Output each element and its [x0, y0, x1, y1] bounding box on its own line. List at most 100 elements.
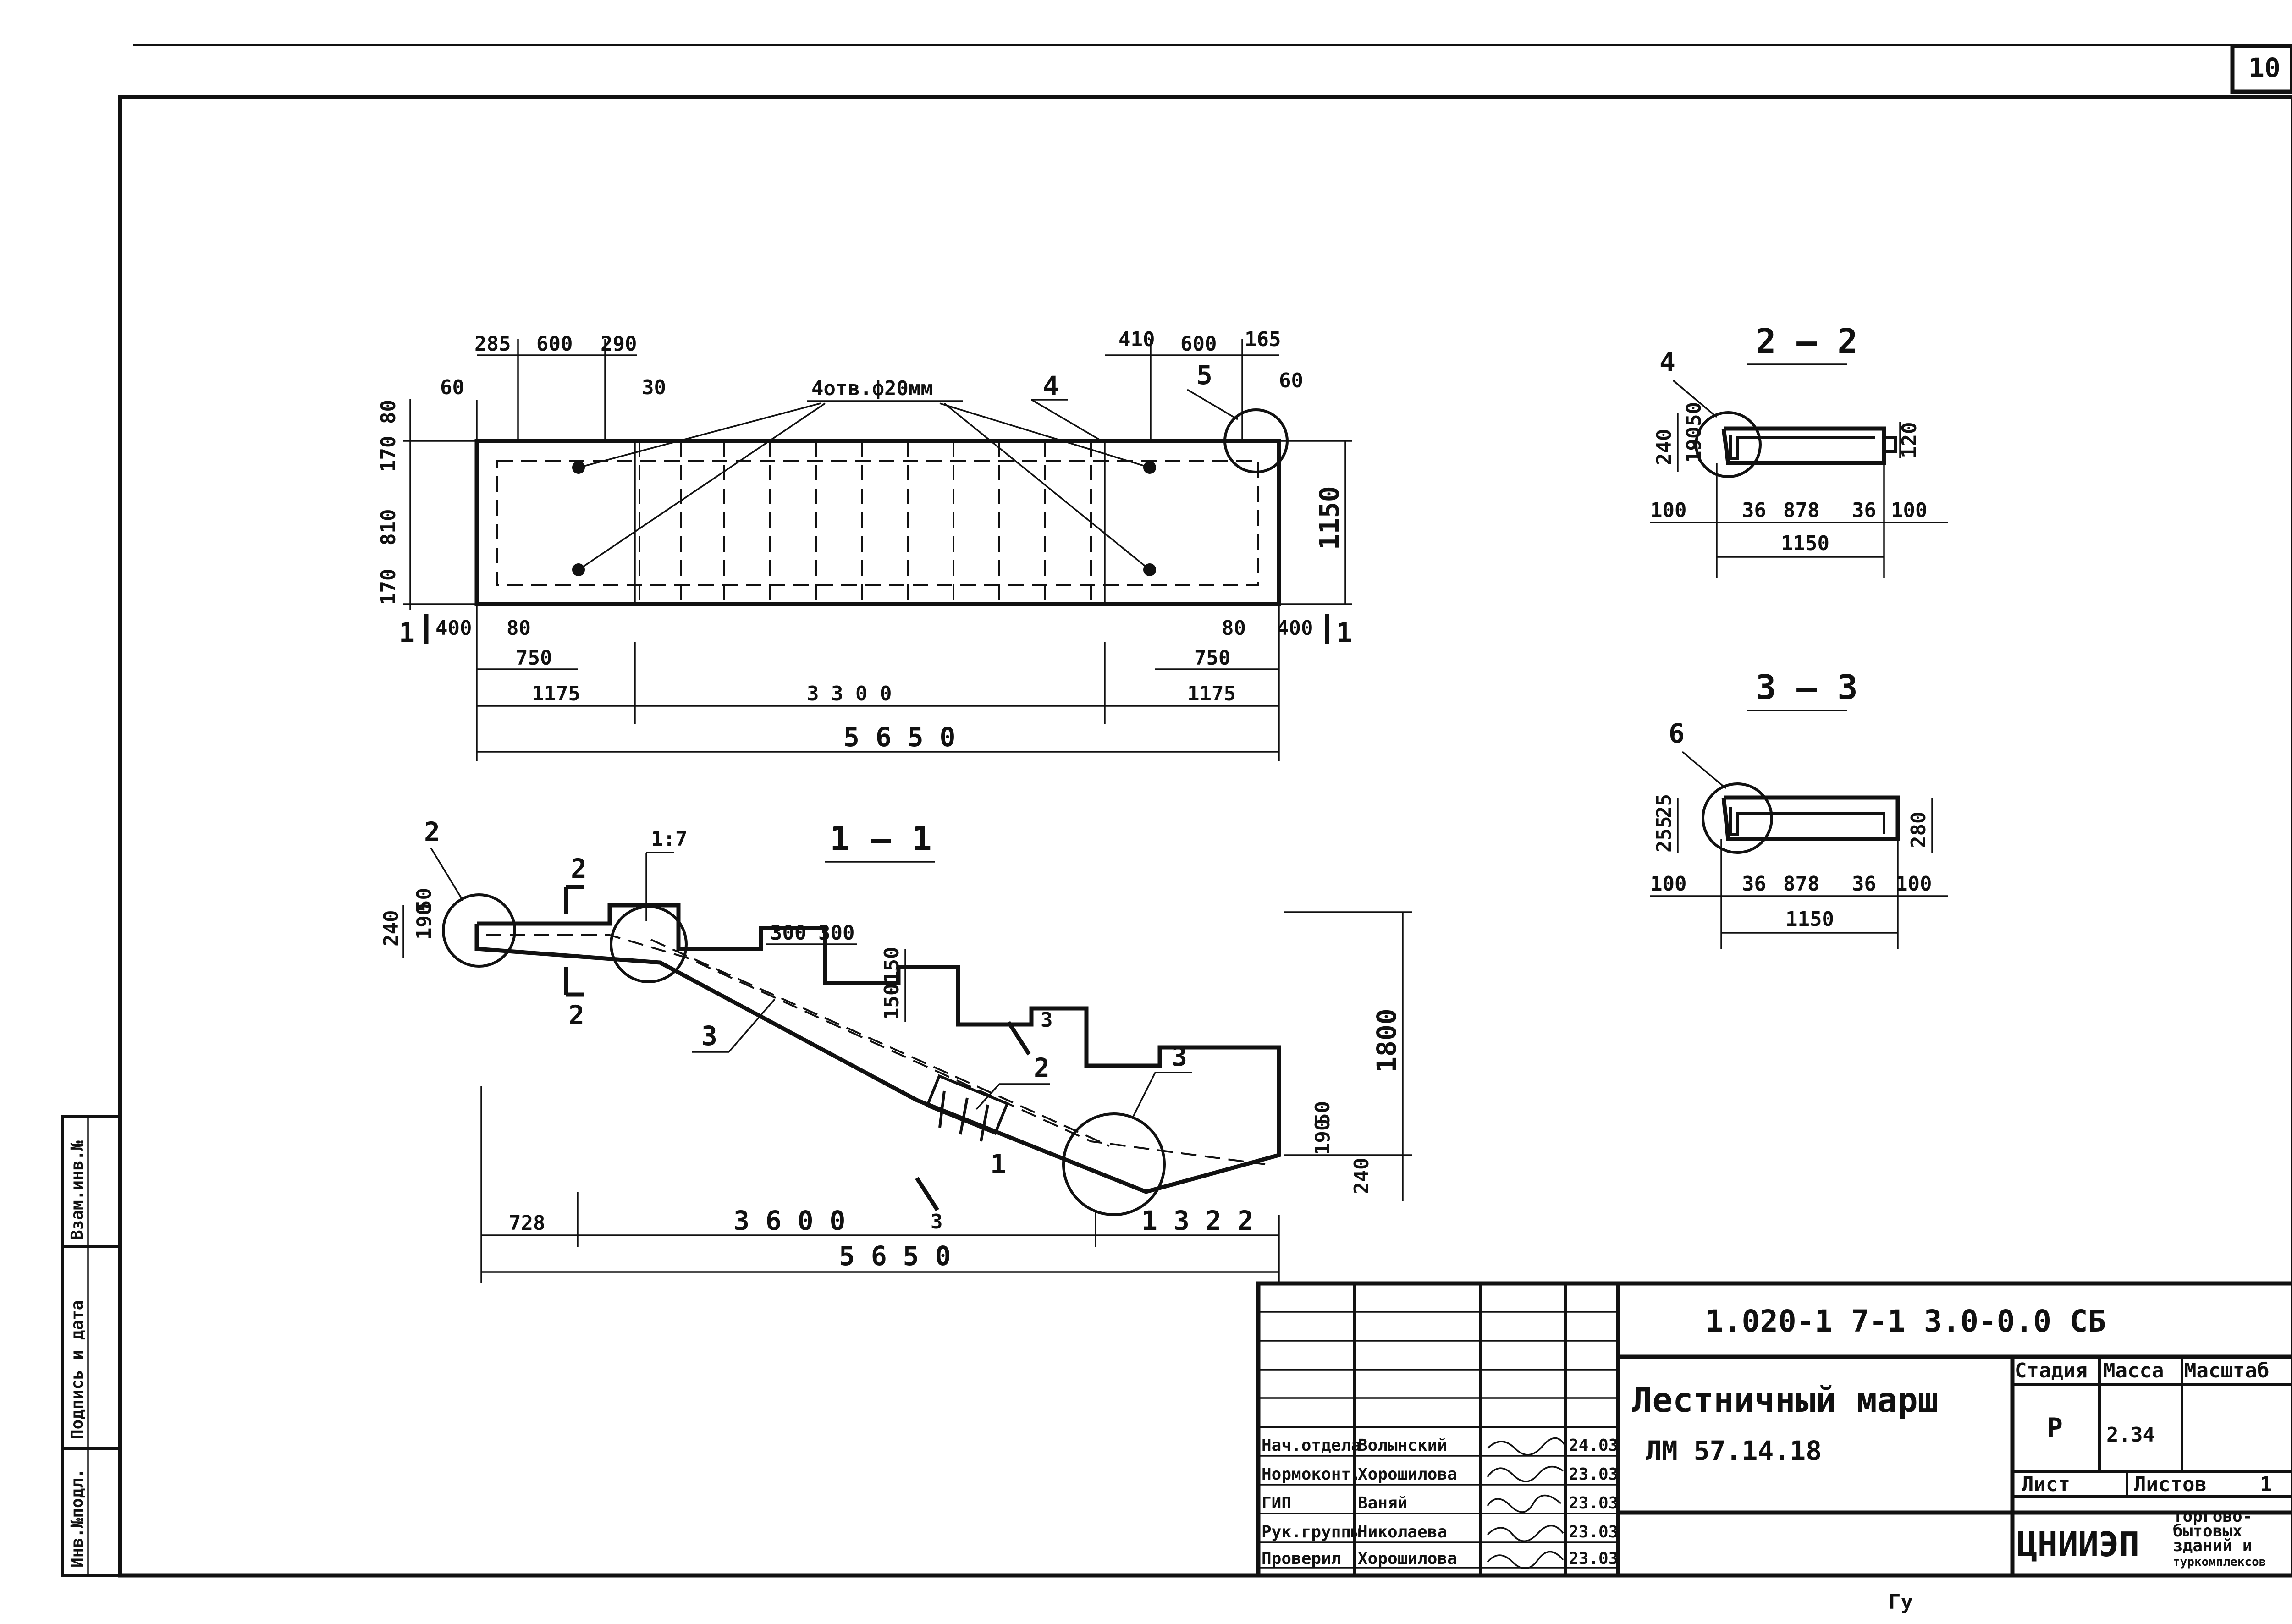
- dim-300b: 300: [818, 921, 854, 945]
- dim-170a: 170: [377, 436, 400, 472]
- sheets-label: Листов: [2134, 1473, 2207, 1496]
- scale-label: Масштаб: [2184, 1359, 2269, 1382]
- stamp-vzam-inv: Взам.инв.№: [68, 1140, 87, 1240]
- signature-scribble: [1487, 1525, 1564, 1542]
- signature-scribble: [1487, 1465, 1564, 1482]
- dim-410: 410: [1118, 328, 1155, 351]
- dim-2-50: 50: [1682, 402, 1706, 426]
- dim-5650-section: 5 6 5 0: [839, 1240, 951, 1272]
- dim-3-36b: 36: [1852, 872, 1876, 896]
- dim-2-190: 190: [1682, 427, 1706, 463]
- dim-190b: 190: [1311, 1119, 1334, 1155]
- dim-2-878: 878: [1783, 499, 1819, 522]
- signature-scribble: [1487, 1437, 1566, 1456]
- dim-2-36a: 36: [1742, 499, 1766, 522]
- dim-1175a: 1175: [532, 682, 580, 705]
- plan-callout-5: 5: [1196, 359, 1212, 391]
- dim-3-25: 25: [1653, 794, 1676, 818]
- drawing-name-line2: ЛМ 57.14.18: [1646, 1435, 1822, 1466]
- dim-810: 810: [377, 509, 400, 545]
- dim-2-240: 240: [1653, 429, 1676, 465]
- dim-60b: 60: [1279, 369, 1303, 392]
- dim-5650-plan: 5 6 5 0: [843, 721, 955, 753]
- sig-role: ГИП: [1262, 1494, 1291, 1513]
- section-3-3-profile: [1721, 795, 1900, 841]
- drawing-code: 1.020-1 7-1 3.0-0.0 СБ: [1705, 1304, 2106, 1339]
- org-sub-line: бытовых: [2173, 1522, 2242, 1541]
- section-2-2-title: 2 — 2: [1756, 322, 1858, 361]
- drawing-name-line1: Лестничный марш: [1632, 1381, 1938, 1420]
- page-number-box: [2230, 44, 2292, 94]
- stair-profile: [474, 903, 1281, 1194]
- dim-600b: 600: [1180, 332, 1217, 356]
- dim-1322: 1 3 2 2: [1141, 1205, 1253, 1236]
- signature-row: Нормоконт. Хорошилова 23.03: [1262, 1465, 1618, 1484]
- dim-30: 30: [642, 376, 666, 399]
- mass-value: 2.34: [2106, 1423, 2155, 1447]
- section-3-3-title: 3 — 3: [1756, 668, 1858, 707]
- dim-1175b: 1175: [1187, 682, 1236, 705]
- dim-2-120: 120: [1898, 422, 1921, 458]
- dim-600a: 600: [536, 332, 573, 356]
- sheet-label: Лист: [2022, 1473, 2070, 1496]
- dim-150b: 150: [880, 984, 904, 1020]
- dim-3-280: 280: [1907, 812, 1930, 848]
- sheets-value: 1: [2260, 1473, 2272, 1496]
- sig-date: 24.03: [1569, 1436, 1618, 1455]
- dim-400a: 400: [435, 617, 472, 640]
- dim-3-36a: 36: [1742, 872, 1766, 896]
- dim-1800: 1800: [1371, 1008, 1402, 1073]
- signature-scribble: [1487, 1494, 1562, 1513]
- dim-3300: 3 3 0 0: [807, 682, 892, 705]
- stage-label: Стадия: [2015, 1359, 2088, 1382]
- side-stamp: Инв.№подл. Подпись и дата Взам.инв.№: [61, 1115, 121, 1577]
- dim-3-1150: 1150: [1785, 908, 1834, 931]
- dim-150a: 150: [880, 947, 904, 983]
- dim-3-100b: 100: [1895, 872, 1932, 896]
- org-name: ЦНИИЭП: [2017, 1525, 2139, 1564]
- sig-role: Нормоконт.: [1262, 1465, 1361, 1484]
- sig-role: Нач.отдела: [1262, 1436, 1361, 1455]
- mass-label: Масса: [2103, 1359, 2164, 1382]
- section-3-3-callout: 6: [1669, 718, 1685, 749]
- slope-label: 1:7: [651, 827, 687, 851]
- section-1-1-title: 1 — 1: [830, 819, 932, 859]
- bottom-note: Гу: [1889, 1591, 1913, 1614]
- sheet-frame: [118, 95, 2292, 1578]
- dim-3-878: 878: [1783, 872, 1819, 896]
- signature-row: Рук.группы Николаева 23.03: [1262, 1523, 1618, 1541]
- dim-240: 240: [380, 910, 403, 947]
- mark-2-bottom: 2: [568, 1000, 584, 1031]
- stage-value: Р: [2047, 1412, 2063, 1443]
- dim-190: 190: [413, 903, 436, 940]
- dim-165: 165: [1245, 328, 1281, 351]
- holes-label: 4отв.ф20мм: [811, 377, 933, 400]
- sig-role: Проверил: [1262, 1549, 1341, 1568]
- dim-50: 50: [413, 888, 436, 912]
- sig-name: Ваняй: [1358, 1494, 1407, 1513]
- dim-60a: 60: [440, 376, 464, 399]
- section-mark-1-right: 1: [1336, 617, 1352, 648]
- dim-3-255: 255: [1653, 816, 1676, 853]
- dim-750a: 750: [516, 646, 552, 670]
- callout-3b: 3: [1171, 1041, 1187, 1072]
- dim-3600: 3 6 0 0: [733, 1205, 845, 1236]
- sig-name: Волынский: [1358, 1436, 1447, 1455]
- dim-290: 290: [601, 332, 637, 356]
- dim-1150: 1150: [1314, 486, 1345, 550]
- dim-400b: 400: [1277, 617, 1313, 640]
- mark-2-top: 2: [571, 853, 587, 884]
- dim-80a: 80: [507, 617, 531, 640]
- signature-row: Нач.отдела Волынский 24.03: [1262, 1436, 1618, 1455]
- section-2-2: 2 — 2 4 240 190 50 120 100 36 878 36 100…: [1650, 322, 1948, 578]
- stamp-inv-no: Инв.№подл.: [68, 1468, 87, 1568]
- org-sub-line: туркомплексов: [2173, 1555, 2266, 1569]
- sig-date: 23.03: [1569, 1465, 1618, 1484]
- dim-3-100a: 100: [1650, 872, 1686, 896]
- sig-date: 23.03: [1569, 1549, 1618, 1568]
- plan-outline: [474, 439, 1281, 606]
- dim-300a: 300: [770, 921, 806, 945]
- signature-scribble: [1487, 1551, 1564, 1569]
- dim-2-100a: 100: [1650, 499, 1686, 522]
- title-block: Нач.отдела Волынский 24.03 Нормоконт. Хо…: [1256, 1281, 2292, 1578]
